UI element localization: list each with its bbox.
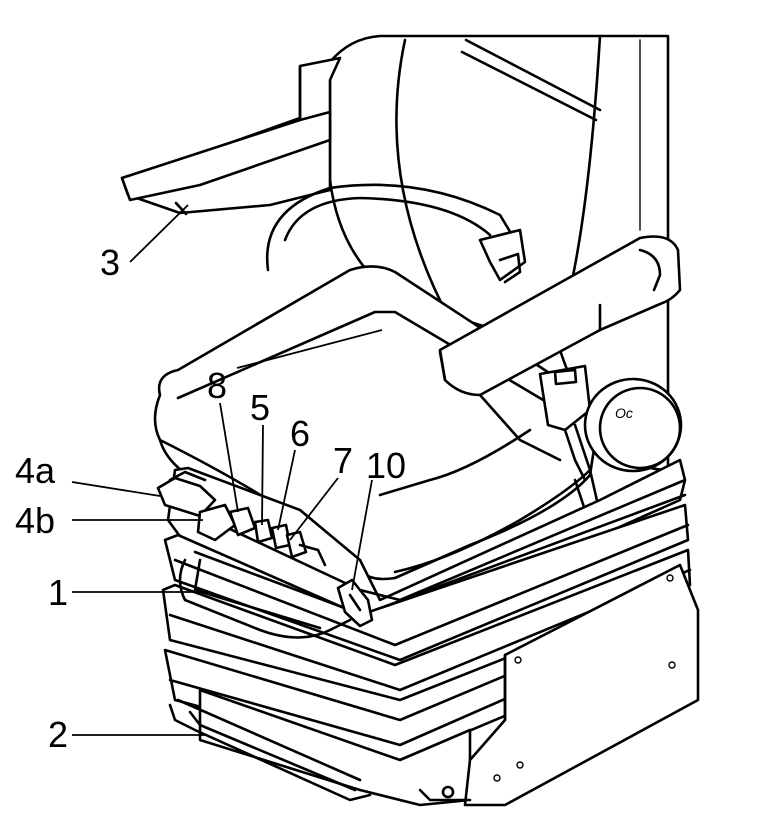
leader-lines — [71, 204, 383, 736]
side-bracket — [418, 563, 700, 807]
front-handle — [178, 550, 352, 639]
left-armrest — [120, 56, 342, 216]
control-buttons — [228, 506, 327, 567]
callout-1: 1 — [48, 572, 68, 613]
lever-10 — [336, 578, 374, 628]
callout-6: 6 — [290, 413, 310, 454]
callout-8: 8 — [207, 365, 227, 406]
callout-4a: 4a — [15, 450, 56, 491]
right-armrest — [438, 235, 682, 462]
callout-4b: 4b — [15, 500, 55, 541]
knob-mark-text: Oc — [615, 405, 633, 421]
callout-3: 3 — [100, 242, 120, 283]
lever-4a-4b — [156, 470, 237, 542]
adjustment-knob: Oc — [583, 377, 683, 473]
fore-aft-handle — [168, 698, 372, 802]
callout-10: 10 — [366, 445, 406, 486]
seat-belt-upper — [265, 183, 527, 284]
callout-labels: 3 8 5 6 7 10 4a 4b 1 2 — [15, 242, 406, 755]
callout-2: 2 — [48, 714, 68, 755]
callout-7: 7 — [333, 440, 353, 481]
callout-5: 5 — [250, 387, 270, 428]
